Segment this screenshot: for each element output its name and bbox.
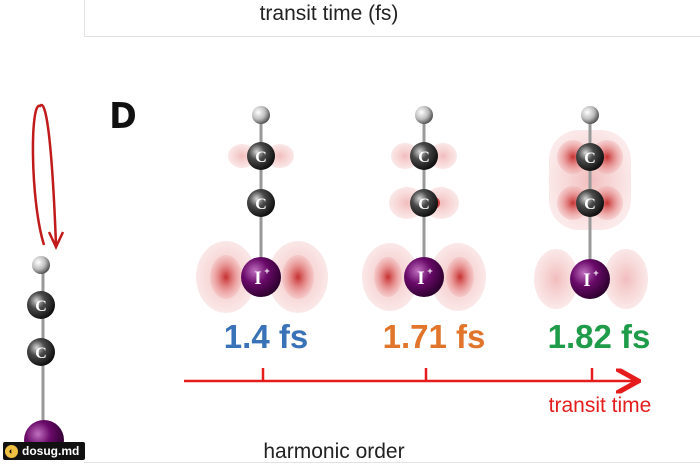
bottom-panel-frame: [84, 462, 700, 469]
carbon-atom: [410, 142, 438, 170]
carbon-atom: [27, 291, 55, 319]
svg-text:I: I: [583, 270, 590, 291]
top-panel-frame: [84, 0, 700, 37]
time-label-3: 1.82 fs: [547, 318, 651, 355]
svg-text:C: C: [418, 149, 430, 166]
watermark: ◐ dosug.md: [3, 442, 86, 460]
left-molecule: C C: [24, 103, 65, 460]
molecule-snapshot-3: C C I +: [534, 106, 648, 309]
watermark-text: dosug.md: [22, 444, 80, 458]
carbon-atom: [247, 142, 275, 170]
molecule-snapshot-2: C C I +: [362, 106, 486, 311]
return-arrow: [31, 103, 58, 246]
carbon-atom: [576, 189, 604, 217]
svg-text:I: I: [254, 268, 261, 289]
svg-text:C: C: [418, 196, 430, 213]
carbon-atom: [410, 189, 438, 217]
bottom-axis-label: harmonic order: [263, 440, 405, 463]
carbon-atom: [247, 189, 275, 217]
iodine-atom: [241, 257, 281, 297]
hydrogen-atom: [581, 106, 599, 124]
svg-text:C: C: [35, 345, 47, 362]
svg-text:C: C: [255, 149, 267, 166]
svg-text:I: I: [417, 268, 424, 289]
svg-text:C: C: [584, 150, 596, 167]
carbon-atom: [27, 338, 55, 366]
molecule-snapshot-1: C C I +: [196, 106, 328, 313]
transit-time-arrow: [184, 368, 636, 381]
carbon-atom: [576, 143, 604, 171]
panel-letter: D: [109, 96, 137, 137]
watermark-logo-icon: ◐: [5, 444, 18, 458]
svg-text:C: C: [255, 196, 267, 213]
svg-text:+: +: [264, 266, 269, 276]
time-label-2: 1.71 fs: [382, 318, 486, 355]
svg-text:+: +: [427, 266, 432, 276]
hydrogen-atom: [32, 256, 50, 274]
svg-text:+: +: [593, 268, 598, 278]
iodine-atom: [570, 259, 610, 299]
transit-time-label: transit time: [548, 394, 652, 417]
iodine-atom: [404, 257, 444, 297]
time-label-1: 1.4 fs: [223, 318, 309, 355]
svg-text:C: C: [584, 196, 596, 213]
svg-text:C: C: [35, 298, 47, 315]
top-axis-label: transit time (fs): [259, 2, 399, 25]
hydrogen-atom: [252, 106, 270, 124]
hydrogen-atom: [415, 106, 433, 124]
